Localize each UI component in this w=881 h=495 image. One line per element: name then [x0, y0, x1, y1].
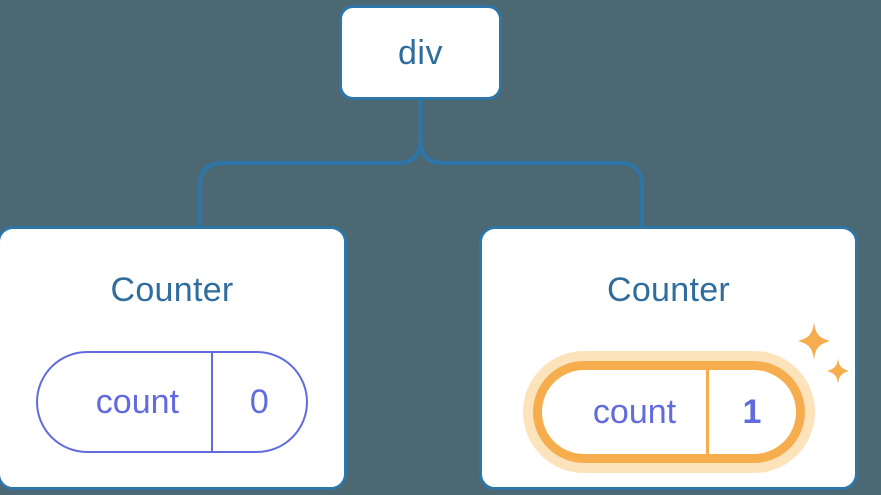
node-div[interactable]: div: [339, 5, 502, 100]
counter-right-title: Counter: [606, 271, 731, 309]
state-key-label: count: [38, 353, 213, 451]
state-value-label: 0: [249, 383, 269, 421]
state-pill-count-right[interactable]: count 1: [532, 361, 805, 463]
state-key-label: count: [542, 370, 709, 454]
node-counter-left[interactable]: Counter count 0: [0, 226, 347, 490]
state-value-label: 1: [742, 393, 762, 431]
node-counter-right[interactable]: Counter count 1: [479, 226, 858, 490]
node-div-label: div: [398, 33, 443, 72]
counter-left-state-wrap: count 0: [0, 351, 344, 453]
state-pill-count-left[interactable]: count 0: [36, 351, 308, 453]
state-pill-highlight-glow: count 1: [522, 351, 815, 473]
counter-right-state-wrap: count 1: [482, 351, 855, 473]
counter-left-title: Counter: [110, 271, 234, 309]
